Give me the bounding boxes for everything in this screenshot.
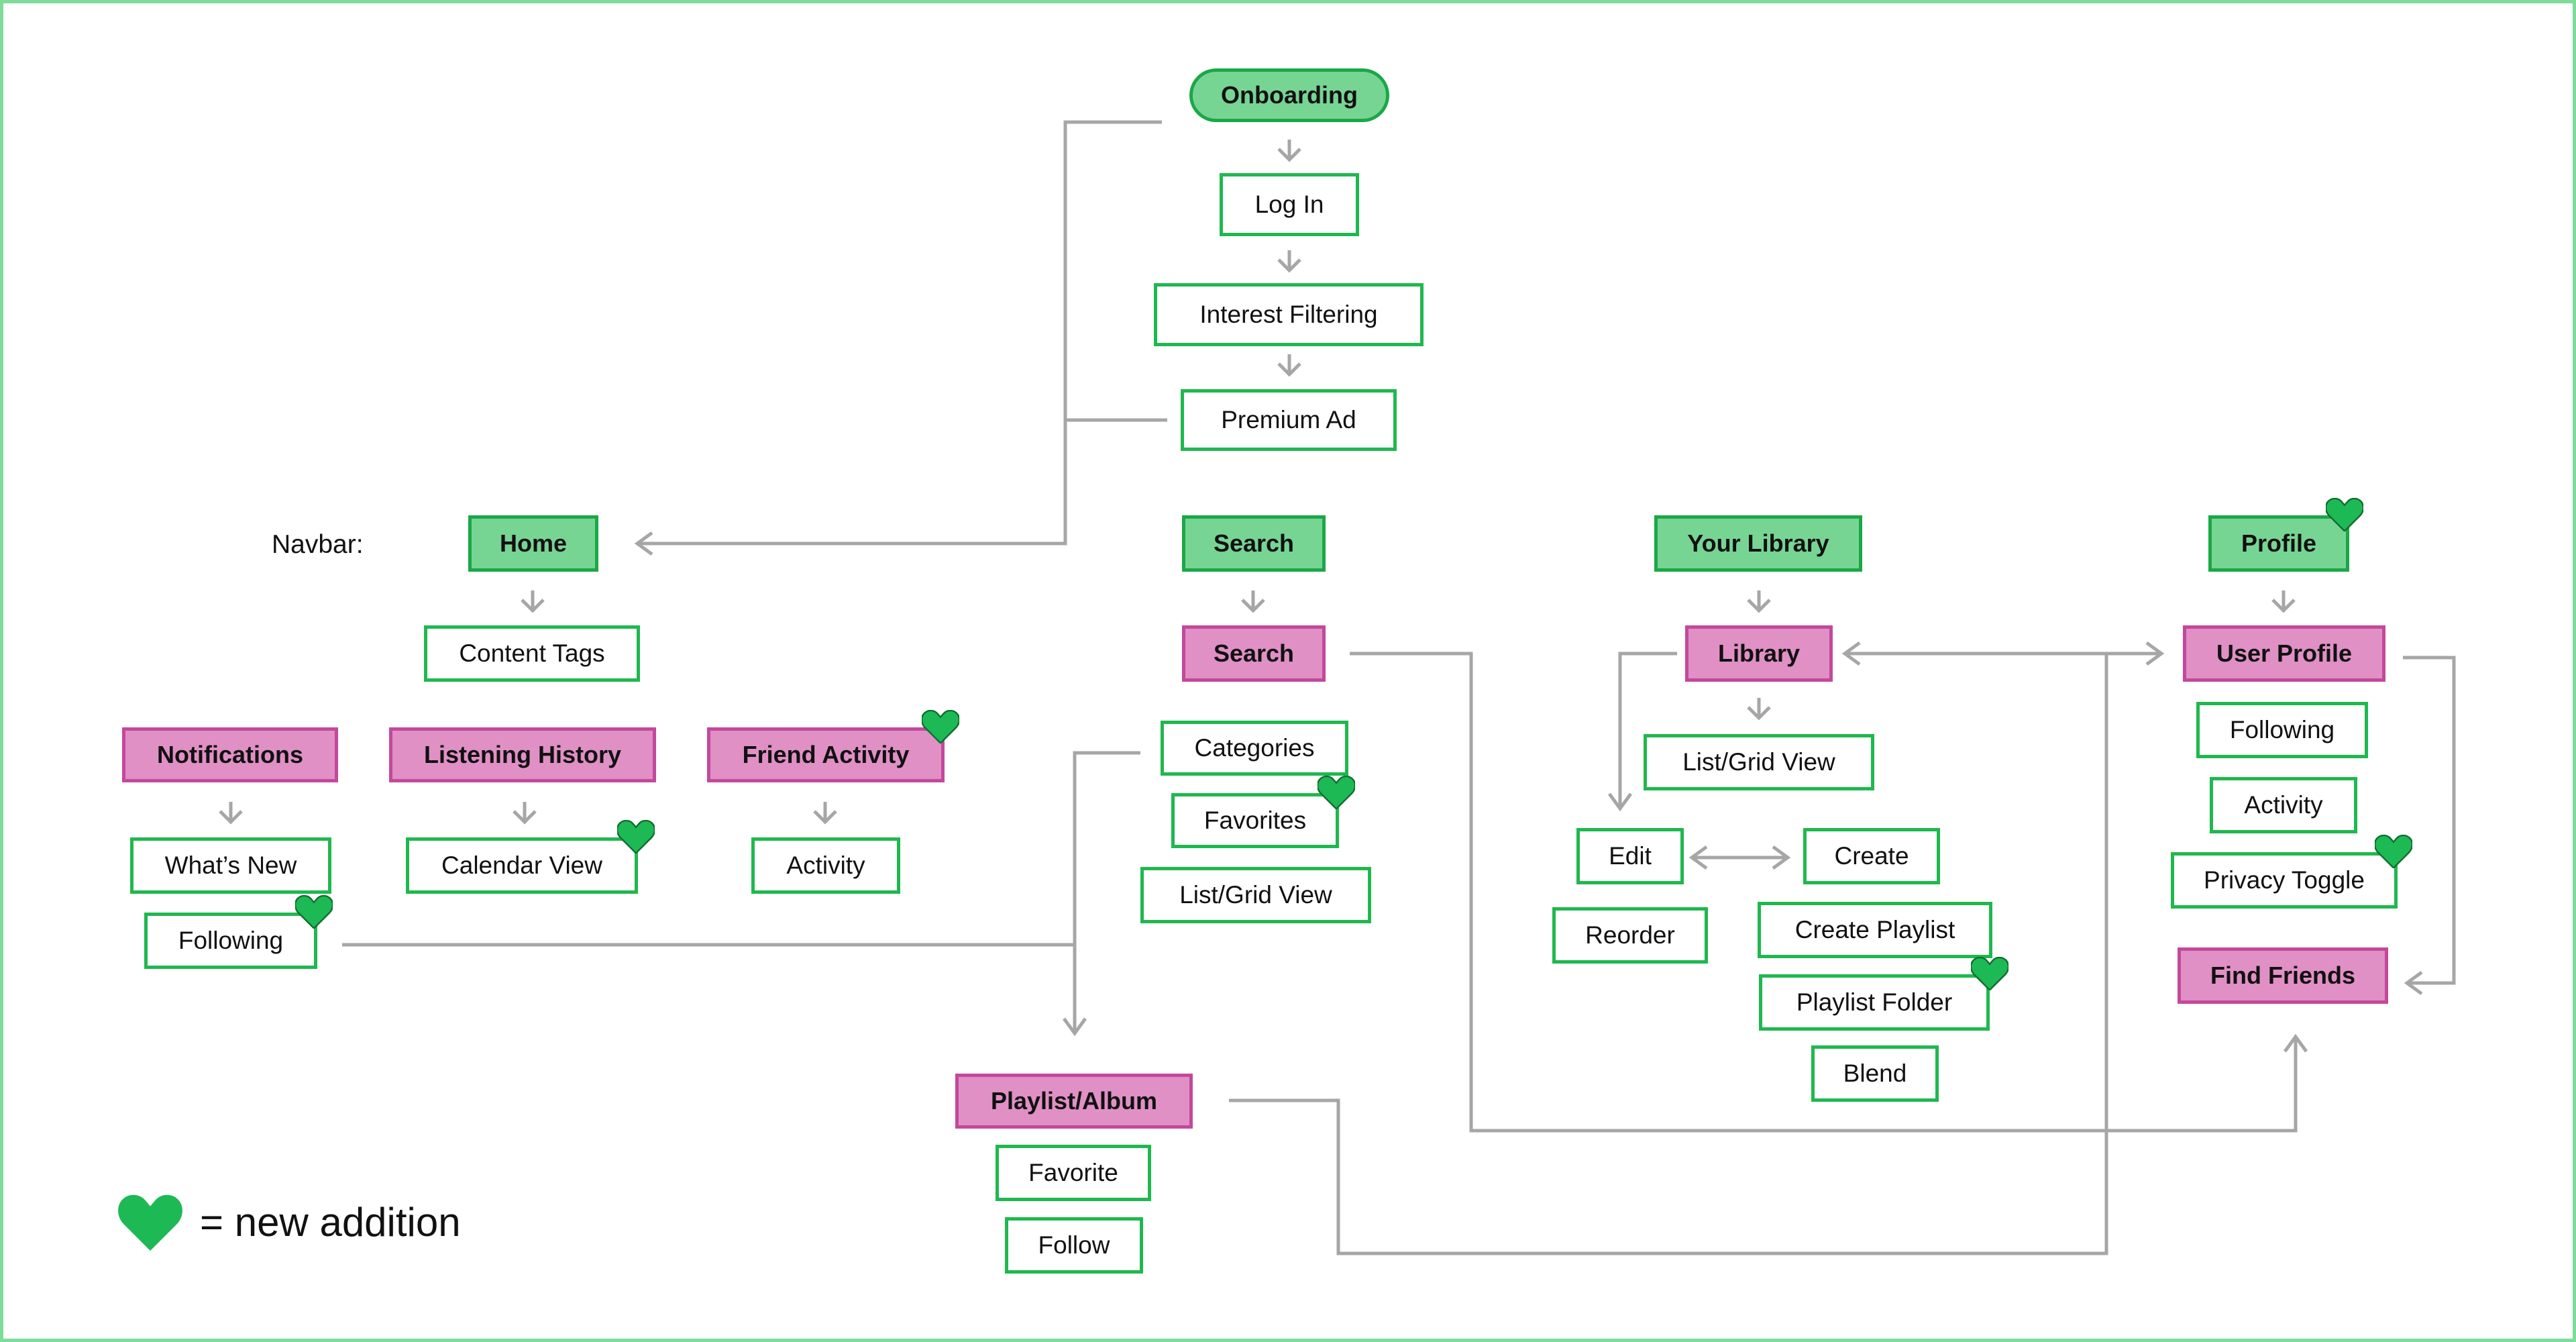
connector-categories-playlist <box>1073 751 1140 1033</box>
node-following-profile: Following <box>2196 702 2368 758</box>
node-content-tags: Content Tags <box>424 625 640 682</box>
heart-icon <box>295 895 333 929</box>
node-follow: Follow <box>1005 1217 1143 1274</box>
arrowhead-findfriends-bottom <box>2283 1033 2308 1053</box>
arrowhead-edit <box>1607 792 1633 812</box>
arrow-history-calendar <box>513 802 537 825</box>
node-find-friends: Find Friends <box>2178 947 2388 1004</box>
node-playlist-folder: Playlist Folder <box>1759 974 1990 1031</box>
connector-playlist-library <box>1229 654 2108 1255</box>
node-reorder: Reorder <box>1552 907 1708 964</box>
node-create-playlist: Create Playlist <box>1758 902 1992 958</box>
arrowhead-userprofile <box>2145 641 2165 666</box>
node-playlist-album: Playlist/Album <box>955 1074 1193 1129</box>
legend-label: = new addition <box>200 1200 461 1245</box>
connector-userprofile-findfriends <box>2403 656 2456 985</box>
node-list-grid-view-search: List/Grid View <box>1140 867 1371 923</box>
node-profile: Profile <box>2208 515 2349 572</box>
arrowhead-create-side <box>1772 845 1791 870</box>
node-calendar-view: Calendar View <box>406 837 638 894</box>
node-library: Library <box>1685 625 1833 682</box>
node-privacy-toggle: Privacy Toggle <box>2171 852 2398 909</box>
navbar-label: Navbar: <box>272 530 364 559</box>
node-listening-history: Listening History <box>389 727 656 782</box>
connector-onboarding-home <box>637 120 1162 546</box>
arrow-home-contenttags <box>521 590 545 613</box>
node-list-grid-view-library: List/Grid View <box>1644 734 1874 790</box>
arrow-interest-premium <box>1277 354 1301 377</box>
node-log-in: Log In <box>1220 173 1359 236</box>
heart-icon <box>2326 498 2363 531</box>
arrow-yourlibrary-library <box>1747 590 1771 613</box>
arrowhead-library <box>1841 641 1861 666</box>
node-favorite: Favorite <box>996 1145 1151 1201</box>
heart-icon <box>2375 835 2412 868</box>
node-search: Search <box>1182 625 1326 682</box>
node-user-profile: User Profile <box>2183 625 2385 682</box>
heart-icon <box>617 820 655 854</box>
arrowhead-playlist <box>1062 1017 1087 1037</box>
node-your-library: Your Library <box>1654 515 1862 572</box>
arrowhead-edit-side <box>1688 845 1708 870</box>
node-whats-new: What’s New <box>130 837 331 894</box>
node-create: Create <box>1803 828 1940 884</box>
node-edit: Edit <box>1576 828 1684 884</box>
node-friend-activity: Friend Activity <box>707 727 945 782</box>
node-home: Home <box>468 515 598 572</box>
node-search-navbar: Search <box>1182 515 1326 572</box>
arrow-notifications-whatsnew <box>219 802 243 825</box>
arrow-profile-userprofile <box>2271 590 2296 613</box>
legend-heart-icon <box>118 1194 182 1251</box>
arrowhead-findfriends-side <box>2404 970 2423 996</box>
node-activity-friend: Activity <box>751 837 900 894</box>
node-categories: Categories <box>1161 721 1348 776</box>
node-premium-ad: Premium Ad <box>1181 389 1397 451</box>
arrowhead-home <box>634 531 653 556</box>
node-activity-profile: Activity <box>2210 777 2357 833</box>
heart-icon <box>1971 957 2008 990</box>
arrow-library-listgrid <box>1747 698 1771 721</box>
node-following-notifications: Following <box>144 913 317 969</box>
node-notifications: Notifications <box>122 727 338 782</box>
arrow-onboarding-login <box>1277 140 1301 162</box>
connector-library-edit <box>1618 652 1677 809</box>
node-onboarding: Onboarding <box>1189 68 1389 122</box>
arrow-login-interest <box>1277 250 1301 273</box>
node-favorites: Favorites <box>1171 793 1339 848</box>
node-blend: Blend <box>1811 1045 1939 1102</box>
node-interest-filtering: Interest Filtering <box>1154 283 1424 346</box>
arrow-friendactivity-activity <box>813 802 837 825</box>
arrow-searchnav-search <box>1241 590 1265 613</box>
heart-icon <box>1318 776 1355 809</box>
connector-search-findfriends <box>1350 652 2298 1133</box>
heart-icon <box>922 710 959 743</box>
